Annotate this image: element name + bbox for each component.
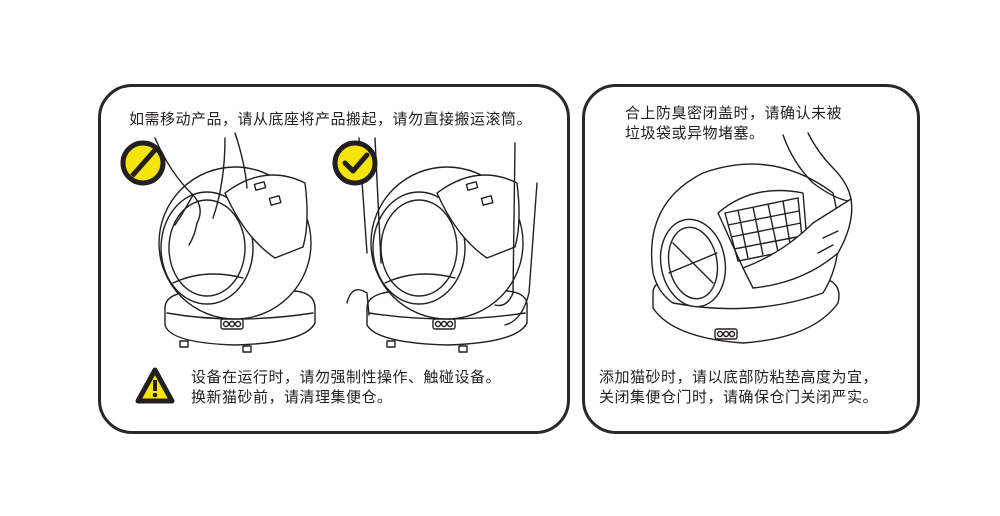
lid-filter-illustration [650,132,853,344]
lid-instruction-line2: 垃圾袋或异物堵塞。 [625,124,765,142]
correct-lift-illustration [332,137,538,353]
litter-note-line2: 关闭集便仓门时，请确保仓门关闭严实。 [599,388,879,406]
right-instruction-panel: 合上防臭密闭盖时，请确认未被 垃圾袋或异物堵塞。 添加猫砂时，请以底部防粘垫高度… [582,84,920,434]
move-instruction-text: 如需移动产品，请从底座将产品搬起，请勿直接搬运滚筒。 [129,110,533,128]
prohibited-icon [120,140,166,186]
checkmark-icon [332,140,378,186]
left-instruction-panel: 如需移动产品，请从底座将产品搬起，请勿直接搬运滚筒。 [98,84,570,434]
warning-text-line1: 设备在运行时，请勿强制性操作、触碰设备。 [191,368,502,386]
warning-text-line2: 换新猫砂前，请清理集便仓。 [191,388,393,406]
litter-note-line1: 添加猫砂时，请以底部防粘垫高度为宜， [599,368,879,386]
warning-triangle-icon [135,367,175,404]
lid-instruction-line1: 合上防臭密闭盖时，请确认未被 [625,104,843,122]
wrong-lift-illustration [120,132,316,353]
